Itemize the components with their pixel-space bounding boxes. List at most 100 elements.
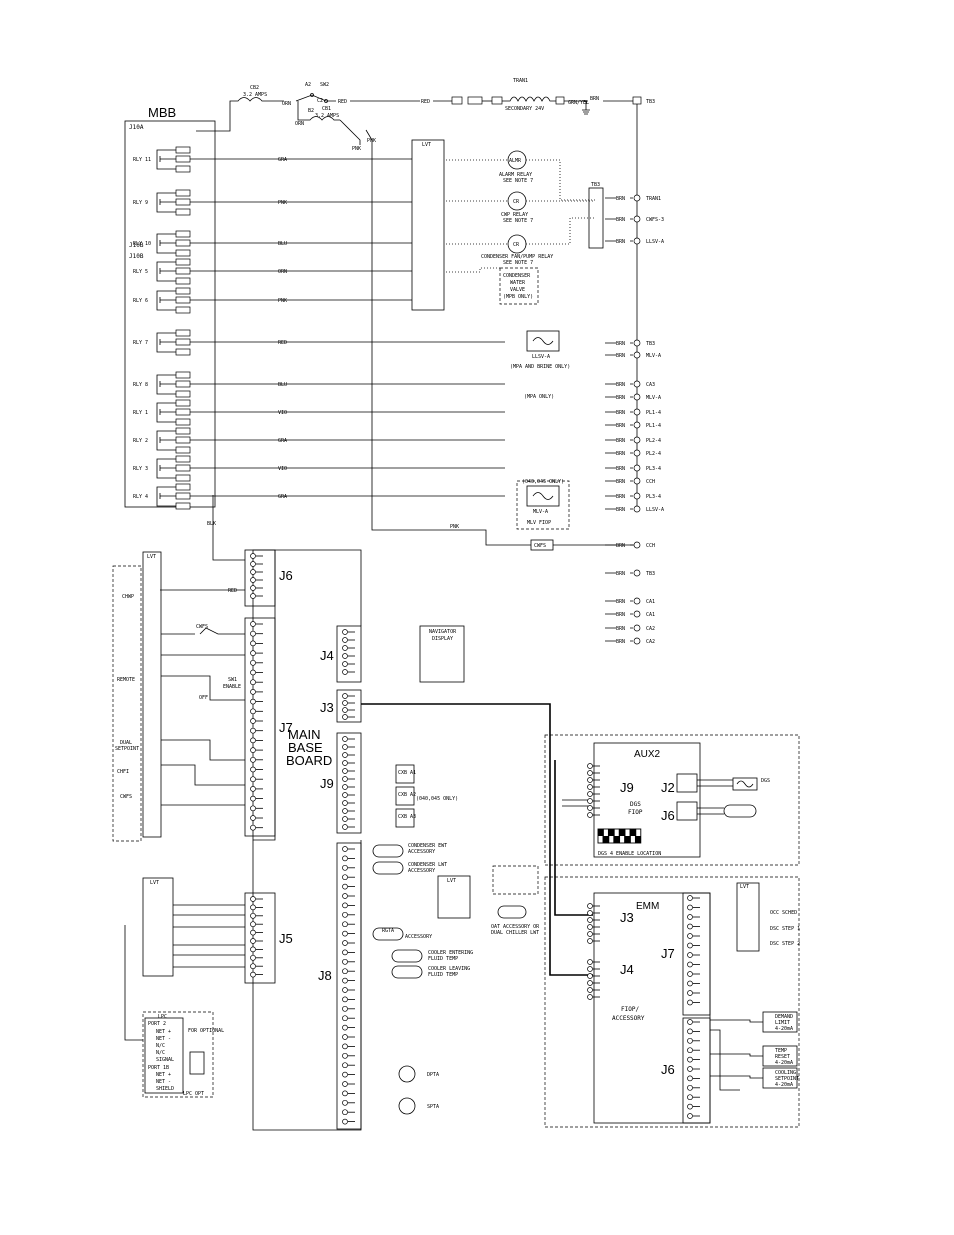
wire-brn-right: BRN <box>616 571 625 577</box>
lpc-opt: LPC OPT <box>183 1091 204 1097</box>
dgs-fiop-2: FIOP <box>628 809 643 816</box>
lvt-j5 <box>142 877 174 977</box>
tb3-mid-label: TB3 <box>591 182 600 188</box>
remote-label: REMOTE <box>117 677 135 683</box>
nc-label: N/C <box>156 1043 165 1049</box>
nav-line1: NAVIGATOR <box>429 629 457 635</box>
j6-label: J6 <box>279 568 293 583</box>
mpa-note: (MPA AND BRINE ONLY) <box>510 364 570 370</box>
aux2-title: AUX2 <box>634 749 661 760</box>
dsc-step-1: DSC STEP 1 <box>770 926 800 932</box>
dual-label: DUAL <box>120 740 132 746</box>
cooler-entering: COOLER ENTERING <box>428 950 473 956</box>
relay-label: RLY 9 <box>133 200 148 206</box>
nc-label-2: N/C <box>156 1050 165 1056</box>
wire-brn-right: BRN <box>616 341 625 347</box>
main-label: MAIN <box>288 727 321 742</box>
cxb-a1: CXB A1 <box>398 770 416 776</box>
navigator-display <box>419 625 465 683</box>
mpa-only-note: (MPA ONLY) <box>524 394 554 400</box>
lpc-label: LPC <box>158 1014 167 1020</box>
relay-wire-color: GRA <box>278 157 287 163</box>
j6-connector <box>244 549 276 607</box>
wire-brn-right: BRN <box>616 196 625 202</box>
relay-wire-color: VIO <box>278 410 287 416</box>
cr-text-2: CR <box>513 242 520 248</box>
wire-brn-right: BRN <box>616 479 625 485</box>
wire-brn-right: BRN <box>616 382 625 388</box>
emm-input-l3: 4-20mA <box>775 1026 793 1032</box>
mlv-label: MLV-A <box>533 509 548 515</box>
emm-input-l1: COOLING <box>775 1070 796 1076</box>
relay-label: RLY 5 <box>133 269 148 275</box>
aux2-j2: J2 <box>661 780 675 795</box>
mbb-title: MBB <box>148 105 176 120</box>
lvt-left-label: LVT <box>147 554 156 560</box>
j3-connector <box>336 689 362 723</box>
relay-label: RLY 8 <box>133 382 148 388</box>
valve-4: (MPB ONLY) <box>503 294 533 300</box>
relay-wire-color: GRA <box>278 438 287 444</box>
emm-input-l2: SETPOINT <box>775 1076 799 1082</box>
relay-label: RLY 7 <box>133 340 148 346</box>
relay-wire-color: VIO <box>278 466 287 472</box>
b2-label: B2 <box>308 108 314 114</box>
llsv-solenoid <box>526 330 560 352</box>
left-side-field: LVT CHWP REMOTE DUAL SETPOINT CHFI CWFS … <box>112 551 245 1098</box>
dgs-dip-switch <box>597 828 642 844</box>
valve-3: VALVE <box>510 287 525 293</box>
nav-line2: DISPLAY <box>432 636 453 642</box>
emm-lvt: LVT <box>740 884 749 890</box>
right-term-label: MLV-A <box>646 353 661 359</box>
right-term-label: CA2 <box>646 639 655 645</box>
mlv-fiop: MLV FIOP <box>527 520 551 526</box>
wire-brn-right: BRN <box>616 438 625 444</box>
j7-connector <box>244 617 276 837</box>
occ-sched: OCC SCHED <box>770 910 797 916</box>
wire-brn-right: BRN <box>616 239 625 245</box>
wire-brn-right: BRN <box>616 599 625 605</box>
emm-input-l2: LIMIT <box>775 1020 790 1026</box>
emm-j6: J6 <box>661 1062 675 1077</box>
alarm-relay-label: ALARM RELAY <box>499 172 532 178</box>
secondary-label: SECONDARY 24V <box>505 106 544 112</box>
valve-1: CONDENSER <box>503 273 531 279</box>
emm-section: EMM J3 J4 J7 J6 FIOP/ ACCESSORY LVT OCC … <box>544 876 800 1128</box>
relay-wire-color: BLU <box>278 241 287 247</box>
wire-brn-right: BRN <box>616 494 625 500</box>
cb1-label: CB1 <box>322 106 331 112</box>
wire-pnk-cb1b: PNK <box>367 138 376 144</box>
right-term-label: CA1 <box>646 599 655 605</box>
j9-label: J9 <box>320 776 334 791</box>
wire-brn-right: BRN <box>616 395 625 401</box>
right-term-label: MLV-A <box>646 395 661 401</box>
emm-boundary <box>544 876 800 1128</box>
cwfs-left: CWFS <box>196 624 208 630</box>
valve-2: WATER <box>510 280 526 286</box>
lvt-left <box>142 551 162 838</box>
right-term-label: CCH <box>646 479 655 485</box>
sw2-label: SW2 <box>320 82 329 88</box>
chfi-label: CHFI <box>117 769 129 775</box>
emm-j7: J7 <box>661 946 675 961</box>
c2-label: C2 <box>317 98 323 104</box>
main-base-board: MAIN BASE BOARD J6 J7 J5 J4 J3 J9 J8 BLK… <box>160 495 593 1131</box>
cond-lwt-acc: ACCESSORY <box>408 868 435 874</box>
wire-brn-top: BRN <box>590 96 599 102</box>
relay-wire-color: ORN <box>278 269 287 275</box>
wire-pnk-cwfs: PNK <box>450 524 459 530</box>
dsc-step-2: DSC STEP 2 <box>770 941 800 947</box>
j8-label: J8 <box>318 968 332 983</box>
relay-label: RLY 4 <box>133 494 148 500</box>
cond-ewt: CONDENSER EWT <box>408 843 447 849</box>
chwp-label: CHWP <box>122 594 134 600</box>
right-term-label: PL3-4 <box>646 494 661 500</box>
signal-label: SIGNAL <box>156 1057 174 1063</box>
cond-lwt: CONDENSER LWT <box>408 862 447 868</box>
llsv-label: LLSV-A <box>532 354 550 360</box>
wire-brn-right: BRN <box>616 612 625 618</box>
aux2-j9: J9 <box>620 780 634 795</box>
emm-j4: J4 <box>620 962 634 977</box>
